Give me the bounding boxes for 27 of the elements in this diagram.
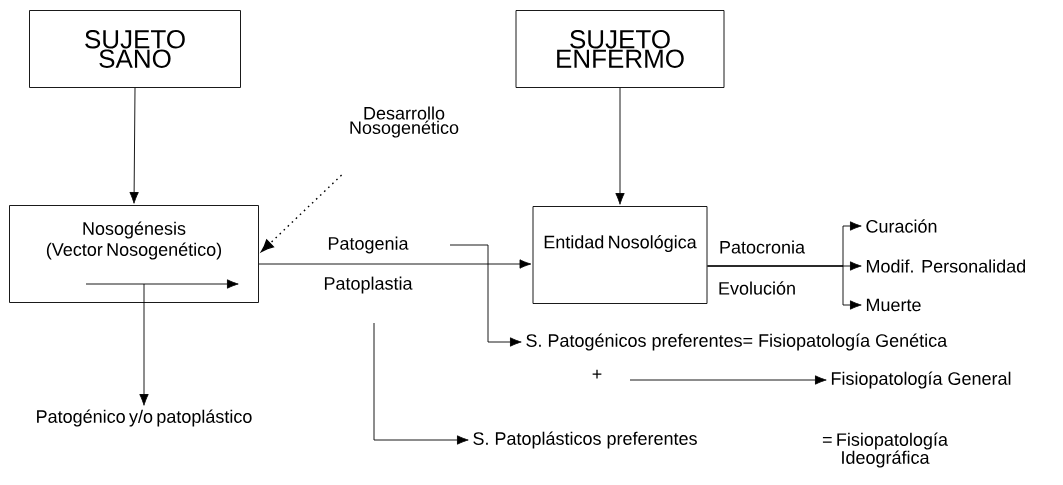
subject-box: SUJETO SANO	[29, 10, 241, 88]
arrow	[629, 375, 827, 385]
arrow	[449, 244, 522, 347]
edge-label: Patogenia	[326, 235, 410, 255]
edge-label: Patocronia	[718, 239, 807, 255]
text-label: +	[592, 369, 602, 379]
text-label: S. Patogénicos preferentes= Fisiopatología Genética	[526, 333, 948, 351]
text-label: Patoplastia	[324, 276, 413, 294]
text-label: Modif. Personalidad	[866, 259, 1025, 273]
text-label: S. Patoplásticos preferentes	[473, 431, 697, 449]
text-label: Desarrollo Nosogenético	[350, 106, 459, 138]
dotted-arrow	[260, 174, 343, 253]
text-label: Evolución	[719, 281, 795, 295]
arrow	[129, 87, 139, 204]
text-label: Muerte	[866, 298, 921, 312]
arrow	[258, 259, 532, 269]
arrow	[373, 322, 469, 445]
arrow	[139, 283, 149, 406]
process-box: Nosogénesis (Vector Nosogenético)	[9, 205, 259, 303]
arrow	[615, 87, 625, 205]
text-label: Fisiopatología General	[831, 371, 1011, 389]
text-label: Curación	[866, 219, 937, 233]
text-label: Patogénico y/o patoplástico	[37, 409, 252, 427]
process-box: Entidad Nosológica	[532, 206, 708, 304]
text-label: = Fisiopatología Ideográfica	[822, 432, 948, 468]
arrow	[707, 265, 862, 310]
subject-box: SUJETO ENFERMO	[515, 10, 725, 88]
